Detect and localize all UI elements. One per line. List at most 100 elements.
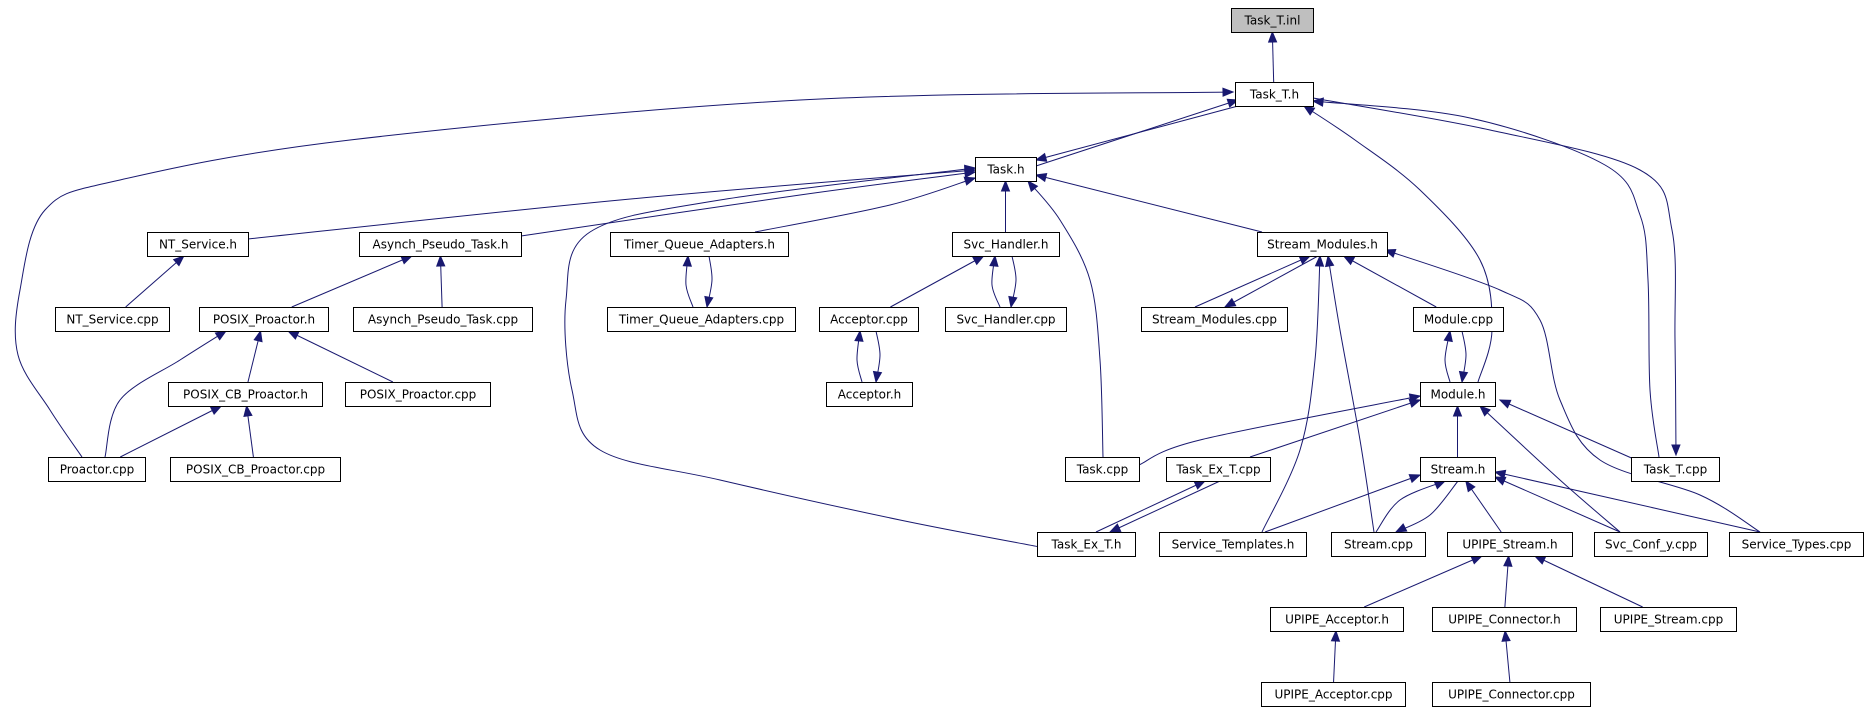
node-upipe-stream-cpp[interactable]: UPIPE_Stream.cpp — [1600, 607, 1737, 632]
node-box[interactable] — [1331, 532, 1426, 557]
edge-module-cpp-to-module-h — [1458, 330, 1469, 384]
node-acceptor-h[interactable]: Acceptor.h — [826, 382, 913, 407]
edge-svc-conf-y-cpp-to-stream-h — [1493, 476, 1621, 533]
node-module-cpp[interactable]: Module.cpp — [1413, 307, 1504, 332]
node-box[interactable] — [1141, 307, 1288, 332]
arrowhead-icon — [872, 370, 883, 384]
node-box[interactable] — [1594, 532, 1708, 557]
node-box[interactable] — [170, 457, 341, 482]
node-posix-cb-proactor-h[interactable]: POSIX_CB_Proactor.h — [168, 382, 323, 407]
node-nt-service-h[interactable]: NT_Service.h — [147, 232, 249, 257]
node-box[interactable] — [1166, 457, 1271, 482]
node-upipe-connector-h[interactable]: UPIPE_Connector.h — [1432, 607, 1577, 632]
node-box[interactable] — [610, 232, 789, 257]
node-box[interactable] — [1231, 8, 1314, 33]
node-box[interactable] — [1729, 532, 1864, 557]
node-svc-handler-cpp[interactable]: Svc_Handler.cpp — [945, 307, 1067, 332]
node-box[interactable] — [48, 457, 146, 482]
node-box[interactable] — [1432, 682, 1591, 707]
node-label: Stream_Modules.h — [1267, 238, 1378, 252]
node-upipe-stream-h[interactable]: UPIPE_Stream.h — [1447, 532, 1573, 557]
node-label: POSIX_Proactor.cpp — [360, 388, 477, 402]
node-task-t-cpp[interactable]: Task_T.cpp — [1631, 457, 1720, 482]
node-posix-proactor-cpp[interactable]: POSIX_Proactor.cpp — [345, 382, 491, 407]
node-box[interactable] — [353, 307, 533, 332]
node-box[interactable] — [55, 307, 170, 332]
node-box[interactable] — [1257, 232, 1388, 257]
edge-line — [1343, 255, 1437, 308]
node-svc-conf-y-cpp[interactable]: Svc_Conf_y.cpp — [1594, 532, 1708, 557]
node-box[interactable] — [1235, 82, 1314, 107]
edge-line — [14, 91, 1234, 458]
node-timer-queue-adapters-h[interactable]: Timer_Queue_Adapters.h — [610, 232, 789, 257]
node-box[interactable] — [1159, 532, 1307, 557]
node-posix-proactor-h[interactable]: POSIX_Proactor.h — [199, 307, 329, 332]
edges-layer — [14, 30, 1761, 683]
node-timer-queue-adapters-cpp[interactable]: Timer_Queue_Adapters.cpp — [607, 307, 796, 332]
node-box[interactable] — [1447, 532, 1573, 557]
edge-task-ex-t-cpp-to-task-ex-t-h — [1108, 480, 1221, 533]
node-box[interactable] — [1037, 532, 1136, 557]
node-box[interactable] — [199, 307, 329, 332]
node-label: Svc_Conf_y.cpp — [1605, 538, 1697, 552]
node-task-ex-t-cpp[interactable]: Task_Ex_T.cpp — [1166, 457, 1271, 482]
node-task-cpp[interactable]: Task.cpp — [1065, 457, 1140, 482]
node-task-ex-t-h[interactable]: Task_Ex_T.h — [1037, 532, 1136, 557]
arrowhead-icon — [1394, 523, 1408, 533]
node-box[interactable] — [945, 307, 1067, 332]
edge-line — [1375, 480, 1446, 533]
arrowhead-icon — [1193, 480, 1207, 490]
node-box[interactable] — [1631, 457, 1720, 482]
node-label: POSIX_CB_Proactor.h — [183, 388, 308, 402]
node-task-t-h[interactable]: Task_T.h — [1235, 82, 1314, 107]
node-box[interactable] — [359, 232, 522, 257]
arrowhead-icon — [1498, 399, 1512, 409]
node-module-h[interactable]: Module.h — [1420, 382, 1496, 407]
node-box[interactable] — [607, 307, 796, 332]
node-stream-h[interactable]: Stream.h — [1420, 457, 1496, 482]
node-box[interactable] — [826, 382, 913, 407]
node-posix-cb-proactor-cpp[interactable]: POSIX_CB_Proactor.cpp — [170, 457, 341, 482]
node-box[interactable] — [345, 382, 491, 407]
node-box[interactable] — [1420, 382, 1496, 407]
node-box[interactable] — [1420, 457, 1496, 482]
node-task-h[interactable]: Task.h — [975, 157, 1037, 182]
node-asynch-pseudo-task-cpp[interactable]: Asynch_Pseudo_Task.cpp — [353, 307, 533, 332]
node-asynch-pseudo-task-h[interactable]: Asynch_Pseudo_Task.h — [359, 232, 522, 257]
node-box[interactable] — [1270, 607, 1404, 632]
node-task-t-inl[interactable]: Task_T.inl — [1231, 8, 1314, 33]
node-box[interactable] — [1413, 307, 1504, 332]
arrowhead-icon — [1034, 172, 1048, 183]
node-stream-modules-h[interactable]: Stream_Modules.h — [1257, 232, 1388, 257]
node-label: Task_T.h — [1249, 88, 1299, 102]
node-box[interactable] — [1065, 457, 1140, 482]
node-acceptor-cpp[interactable]: Acceptor.cpp — [819, 307, 919, 332]
node-label: Timer_Queue_Adapters.h — [623, 238, 775, 252]
node-box[interactable] — [819, 307, 919, 332]
node-box[interactable] — [1432, 607, 1577, 632]
node-nt-service-cpp[interactable]: NT_Service.cpp — [55, 307, 170, 332]
node-service-templates-h[interactable]: Service_Templates.h — [1159, 532, 1307, 557]
node-box[interactable] — [975, 157, 1037, 182]
edge-asynch-pseudo-task-cpp-to-asynch-pseudo-task-h — [436, 254, 446, 308]
node-box[interactable] — [952, 232, 1060, 257]
node-box[interactable] — [1600, 607, 1737, 632]
edge-svc-conf-y-cpp-to-module-h — [1479, 405, 1621, 533]
node-upipe-acceptor-h[interactable]: UPIPE_Acceptor.h — [1270, 607, 1404, 632]
node-proactor-cpp[interactable]: Proactor.cpp — [48, 457, 146, 482]
edge-line — [1035, 174, 1263, 233]
node-svc-handler-h[interactable]: Svc_Handler.h — [952, 232, 1060, 257]
edge-task-ex-t-h-to-task-h — [564, 164, 1041, 548]
node-upipe-acceptor-cpp[interactable]: UPIPE_Acceptor.cpp — [1261, 682, 1406, 707]
edge-stream-modules-cpp-to-stream-modules-h — [1194, 255, 1312, 308]
node-stream-modules-cpp[interactable]: Stream_Modules.cpp — [1141, 307, 1288, 332]
node-box[interactable] — [1261, 682, 1406, 707]
node-stream-cpp[interactable]: Stream.cpp — [1331, 532, 1426, 557]
node-label: NT_Service.h — [159, 238, 237, 252]
node-box[interactable] — [168, 382, 323, 407]
node-upipe-connector-cpp[interactable]: UPIPE_Connector.cpp — [1432, 682, 1591, 707]
node-service-types-cpp[interactable]: Service_Types.cpp — [1729, 532, 1864, 557]
node-box[interactable] — [147, 232, 249, 257]
edge-upipe-connector-h-to-upipe-stream-h — [1503, 554, 1513, 608]
